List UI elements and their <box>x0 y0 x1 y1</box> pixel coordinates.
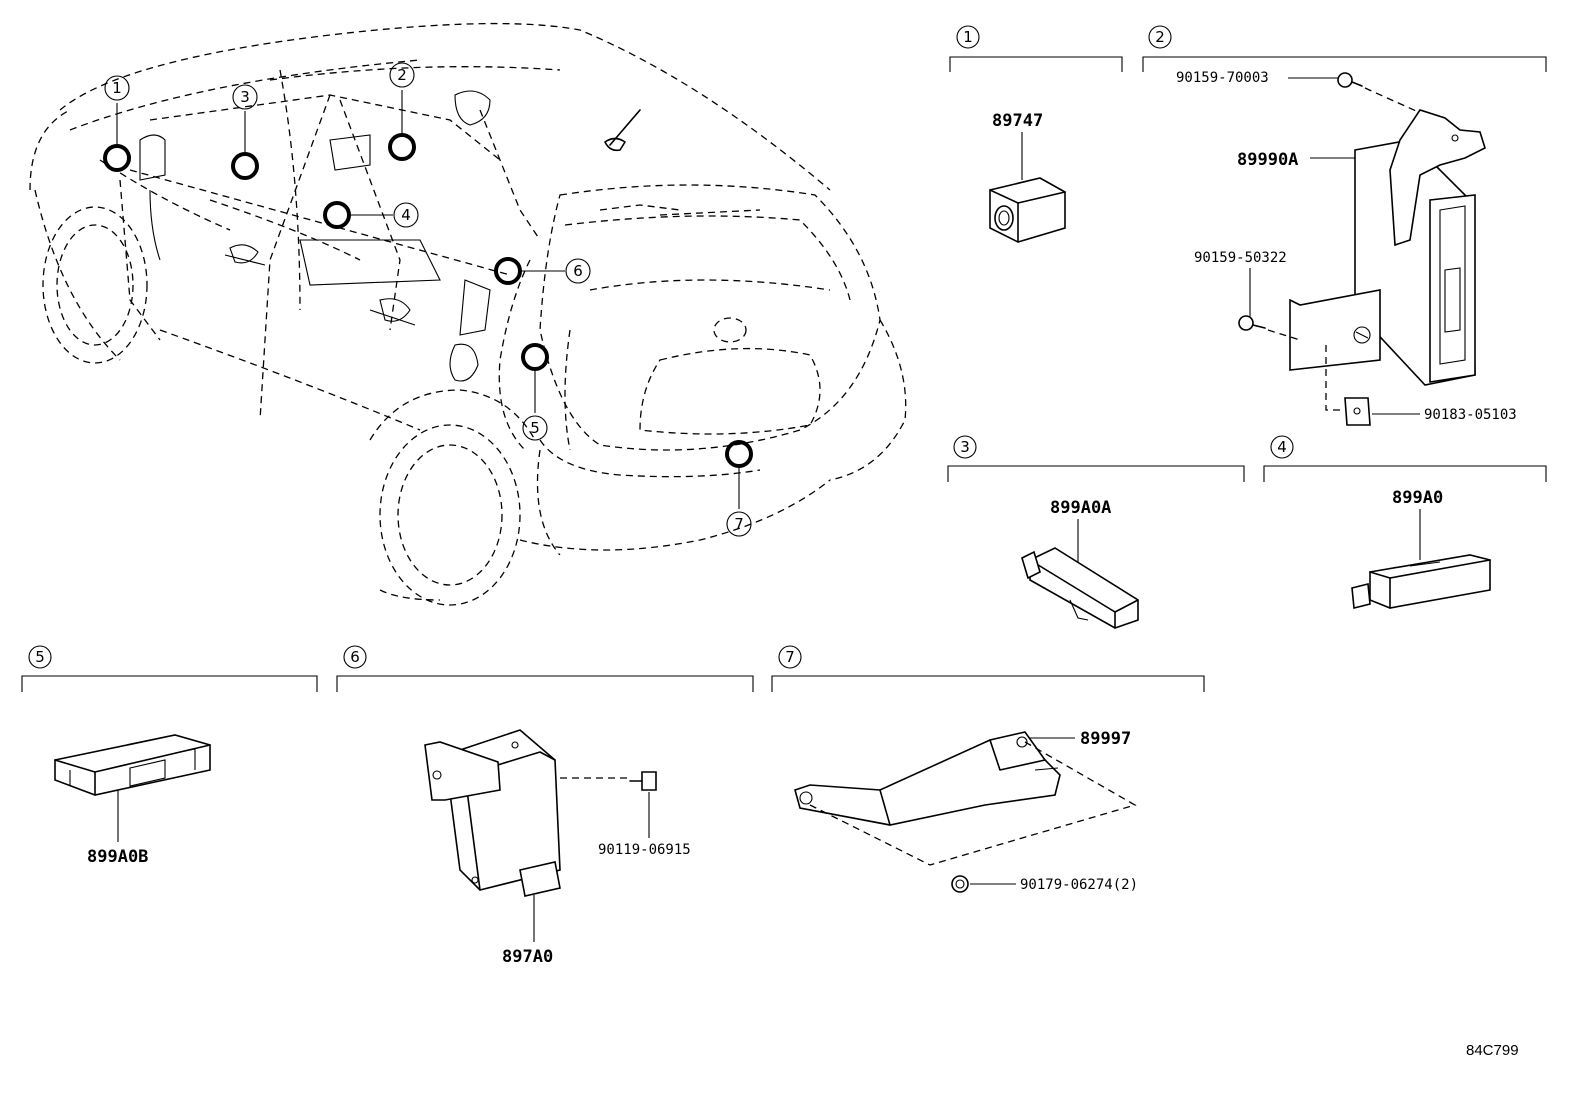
group-3: 3 899A0A <box>947 435 1245 629</box>
part-89990a-label: 89990A <box>1237 150 1298 170</box>
group-5: 5 899A0B <box>21 645 318 867</box>
callout-1: 1 <box>104 75 130 101</box>
part-899a0-label: 899A0 <box>1392 488 1443 508</box>
callout-7: 7 <box>726 511 752 537</box>
screw-90159-70003 <box>1337 72 1363 88</box>
part-899a0-drawing <box>1351 554 1491 610</box>
location-spot-5 <box>521 343 549 371</box>
vehicle-illustration: 1 3 2 4 6 5 7 <box>29 22 907 606</box>
part-90179-06274-label: 90179-06274(2) <box>1020 877 1138 893</box>
callout-3-label: 3 <box>240 88 250 106</box>
callout-6: 6 <box>565 258 591 284</box>
callout-5: 5 <box>522 415 548 441</box>
group-6: 6 90119-06915 897A0 <box>336 645 754 967</box>
location-spot-2 <box>388 133 416 161</box>
group-6-label: 6 <box>350 648 360 666</box>
part-90159-50322-label: 90159-50322 <box>1194 250 1287 266</box>
part-899a0b-drawing <box>54 734 211 796</box>
callout-7-label: 7 <box>734 515 744 533</box>
part-899a0a-drawing <box>1021 547 1139 629</box>
group-4-label: 4 <box>1277 438 1287 456</box>
location-spot-3 <box>231 152 259 180</box>
callout-6-label: 6 <box>573 262 583 280</box>
group-4: 4 899A0 <box>1263 435 1547 610</box>
part-90183-05103-label: 90183-05103 <box>1424 407 1517 423</box>
part-90159-70003-label: 90159-70003 <box>1176 70 1269 86</box>
part-90119-06915-label: 90119-06915 <box>598 842 691 858</box>
part-89747-label: 89747 <box>992 111 1043 131</box>
location-spot-7 <box>725 440 753 468</box>
diagram-reference: 84C799 <box>1466 1042 1519 1059</box>
group-3-label: 3 <box>960 438 970 456</box>
part-897a0-drawing <box>424 729 561 897</box>
callout-4-label: 4 <box>401 206 411 224</box>
callout-1-label: 1 <box>112 79 122 97</box>
clip-90183-05103 <box>1344 397 1371 426</box>
callout-5-label: 5 <box>530 419 540 437</box>
location-spot-4 <box>323 201 351 229</box>
group-5-label: 5 <box>35 648 45 666</box>
part-897a0-label: 897A0 <box>502 947 553 967</box>
callout-2-label: 2 <box>397 66 407 84</box>
nut-90179-06274 <box>951 875 969 893</box>
group-7-label: 7 <box>785 648 795 666</box>
part-89997-label: 89997 <box>1080 729 1131 749</box>
group-1: 1 89747 <box>949 25 1123 243</box>
location-spot-6 <box>494 257 522 285</box>
screw-90159-50322 <box>1238 315 1266 331</box>
group-7: 7 89997 90179-06274(2) <box>771 645 1205 893</box>
part-89990a-drawing <box>1289 109 1486 386</box>
location-spot-1 <box>103 144 131 172</box>
callout-4: 4 <box>393 202 419 228</box>
bolt-90119-06915 <box>629 771 657 791</box>
callout-3: 3 <box>232 84 258 110</box>
group-2: 2 90159-70003 89990A 90159-50322 <box>1142 25 1547 426</box>
part-899a0b-label: 899A0B <box>87 847 148 867</box>
group-1-label: 1 <box>963 28 973 46</box>
part-899a0a-label: 899A0A <box>1050 498 1111 518</box>
callout-2: 2 <box>389 62 415 88</box>
group-2-label: 2 <box>1155 28 1165 46</box>
part-89997-drawing <box>794 731 1061 826</box>
part-89747-drawing <box>989 177 1066 243</box>
